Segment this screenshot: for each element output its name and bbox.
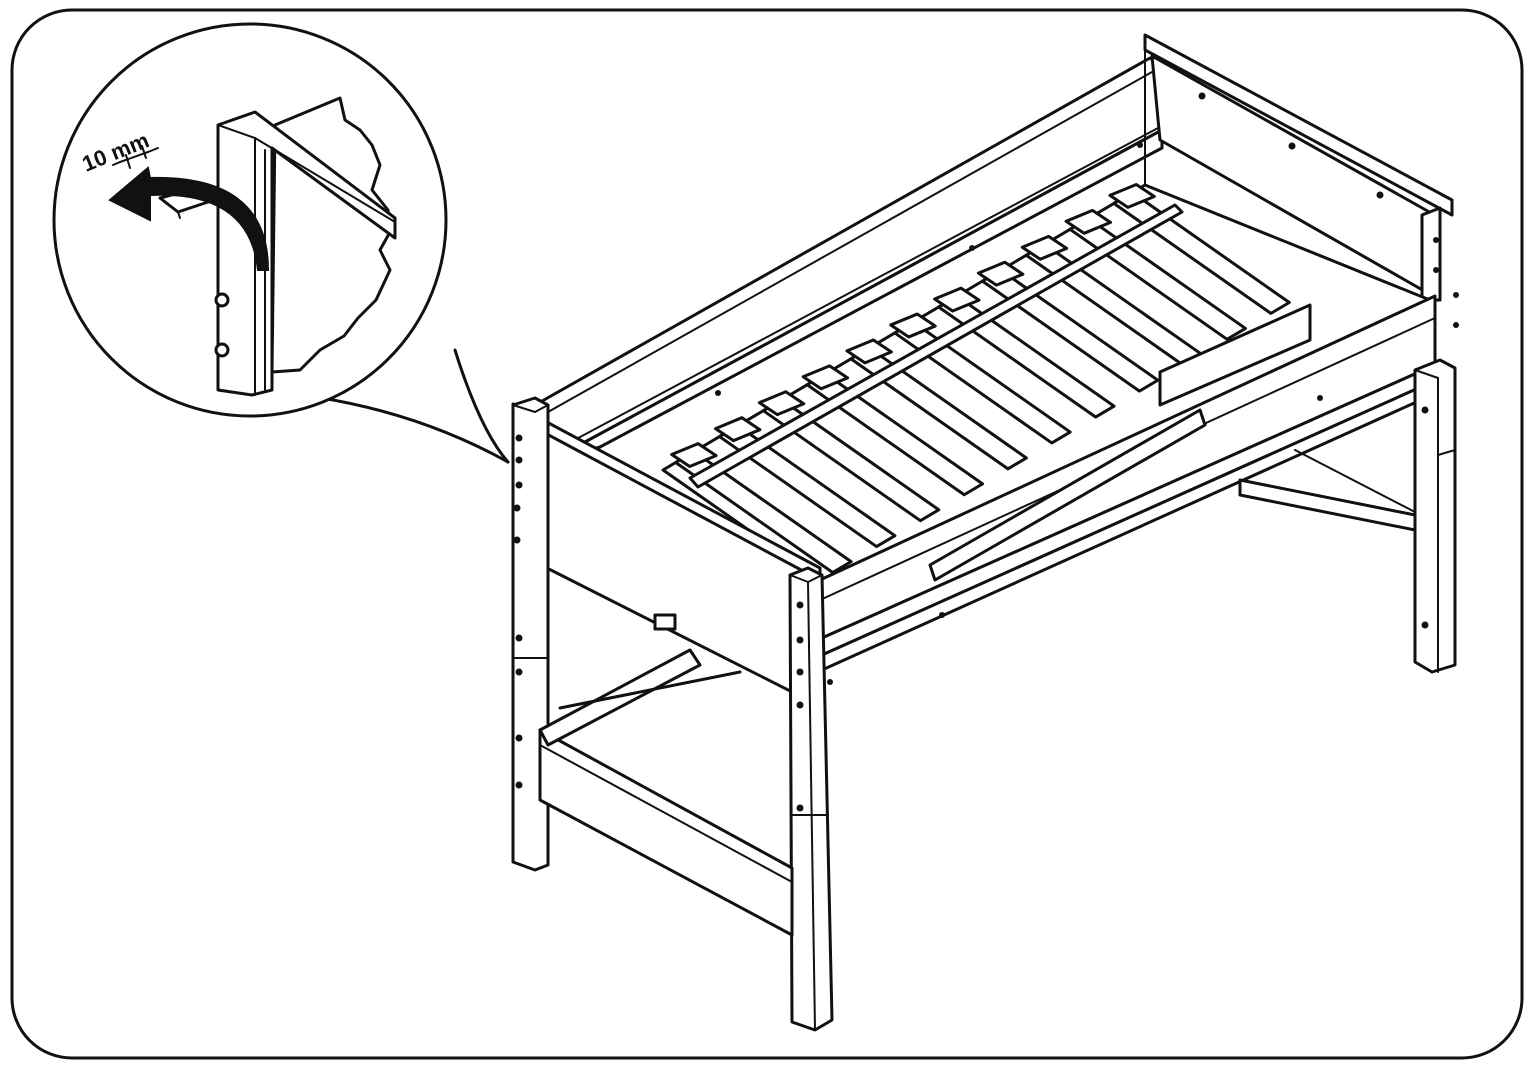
- head-end-panel: [1143, 33, 1454, 302]
- slat-holder: [670, 442, 718, 468]
- slat-holder: [1064, 208, 1112, 235]
- divider-board: [1158, 303, 1312, 407]
- dimension-marker: [112, 145, 159, 169]
- detail-callout: 10 mm: [52, 22, 510, 464]
- center-support-beam: [688, 203, 1184, 489]
- foot-right-post: [788, 566, 834, 1032]
- label-plate: [653, 613, 677, 631]
- slat-holder: [714, 416, 762, 443]
- bolt-holes: [513, 92, 1459, 812]
- foot-stretcher: [538, 648, 794, 937]
- slat-group: [670, 183, 1291, 574]
- slat-holder: [889, 312, 937, 339]
- slat-holder: [933, 286, 981, 313]
- slat-holder: [801, 364, 850, 391]
- head-front-post: [1413, 358, 1457, 674]
- slat-holder: [1020, 234, 1069, 261]
- head-stretcher: [1238, 449, 1417, 532]
- slat-holder: [976, 260, 1025, 287]
- slat-holder: [757, 390, 806, 417]
- rotate-arrow-icon: [108, 166, 270, 271]
- slat-holder: [845, 338, 893, 365]
- bed-frame: [511, 33, 1459, 1032]
- slat-holder: [1108, 183, 1156, 209]
- head-rear-post: [1420, 206, 1442, 302]
